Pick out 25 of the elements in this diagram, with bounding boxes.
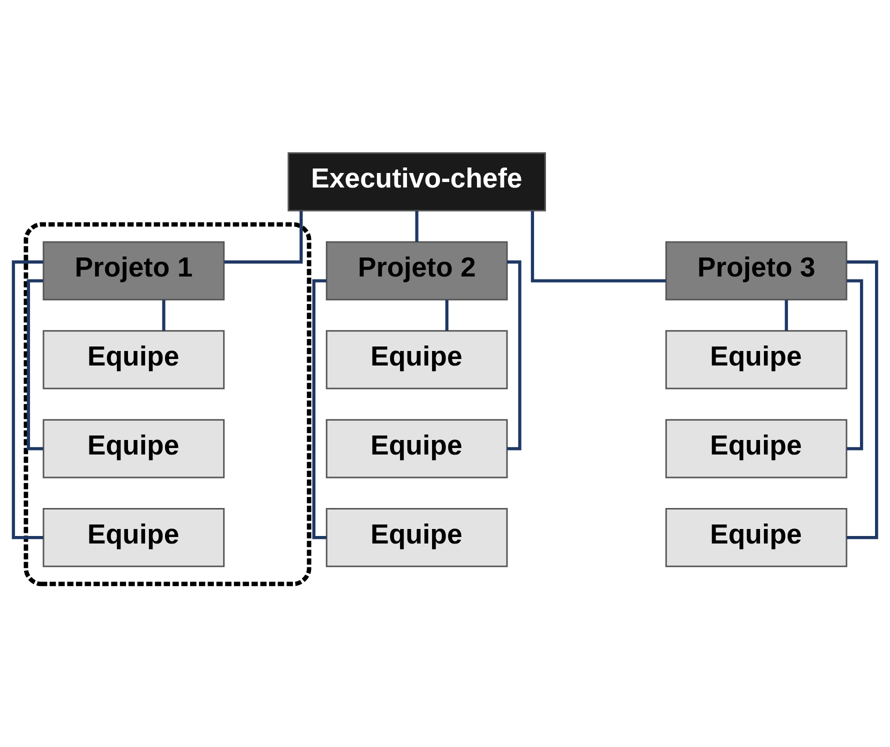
node-box: Projeto 1 — [42, 241, 225, 300]
node-box: Equipe — [665, 330, 848, 390]
node-box: Equipe — [326, 330, 508, 390]
node-box: Projeto 3 — [665, 241, 848, 300]
node-box: Equipe — [42, 330, 225, 390]
connector — [162, 300, 166, 331]
connector — [445, 300, 448, 331]
node-box: Equipe — [326, 419, 508, 478]
node-box: Executivo-chefe — [288, 152, 546, 212]
node-box: Equipe — [326, 508, 508, 568]
node-box: Equipe — [665, 508, 848, 568]
connector — [26, 279, 44, 450]
node-box: Equipe — [42, 419, 225, 478]
connector — [507, 260, 522, 450]
connector — [415, 210, 418, 242]
node-box: Equipe — [665, 419, 848, 478]
connector — [846, 279, 864, 450]
connector — [784, 300, 788, 331]
connector — [12, 260, 44, 540]
connector — [846, 260, 878, 540]
node-box: Equipe — [42, 508, 225, 568]
connector — [312, 279, 326, 540]
cluster — [24, 222, 312, 586]
node-box: Projeto 2 — [326, 241, 508, 300]
connector — [530, 211, 666, 282]
